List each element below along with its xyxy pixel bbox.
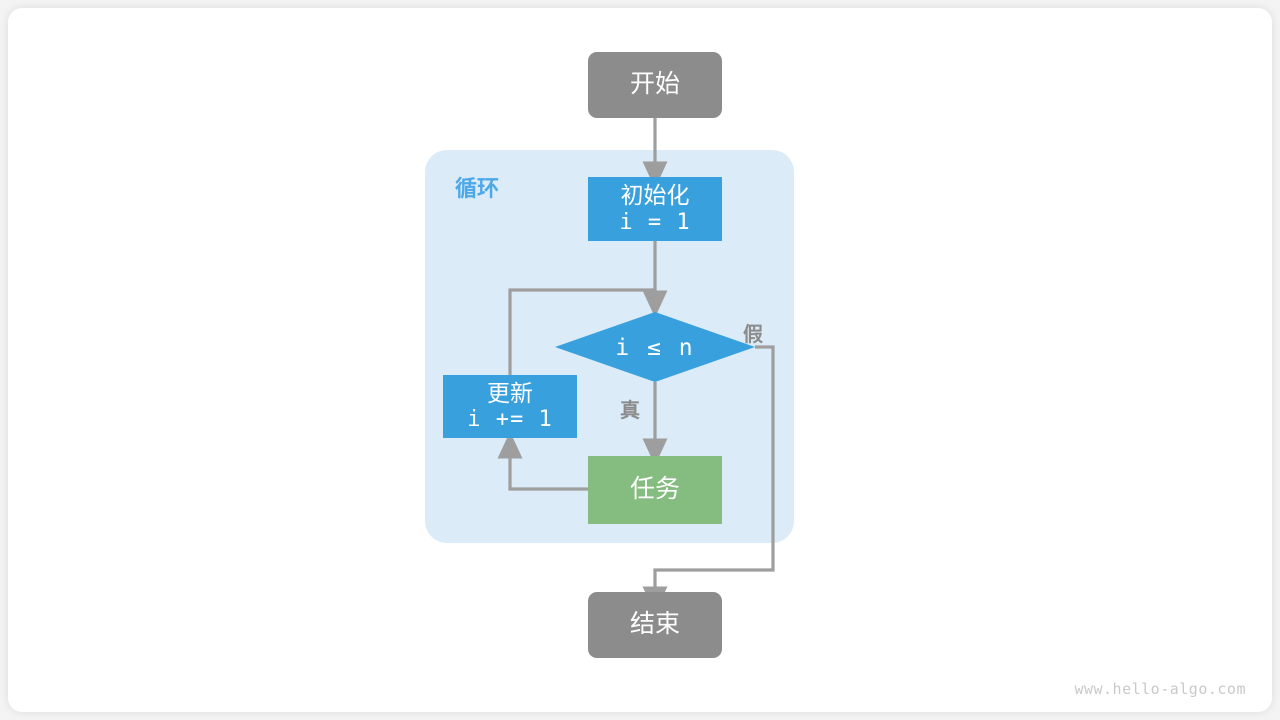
node-condition xyxy=(555,312,755,382)
node-update-expression: i += 1 xyxy=(467,407,553,433)
watermark: www.hello-algo.com xyxy=(1074,680,1246,698)
loop-container-label: 循环 xyxy=(455,176,500,201)
node-task-label: 任务 xyxy=(629,475,680,504)
edge-label-false: 假 xyxy=(743,324,763,346)
node-init-label: 初始化 xyxy=(620,182,690,209)
node-update: 更新 i += 1 xyxy=(443,375,577,438)
node-start-label: 开始 xyxy=(629,70,680,99)
node-condition-label: i ≤ n xyxy=(615,335,695,361)
node-init: 初始化 i = 1 xyxy=(588,177,722,241)
node-task: 任务 xyxy=(588,456,722,524)
node-update-label: 更新 xyxy=(487,379,533,406)
node-start: 开始 xyxy=(588,52,722,118)
edge-label-true: 真 xyxy=(620,400,640,422)
flowchart-canvas xyxy=(425,118,794,614)
diagram-card: 循环 开始 初始化 i = 1 i ≤ n 更新 i += 1 任务 结束 真 … xyxy=(8,8,1272,712)
node-init-expression: i = 1 xyxy=(619,209,691,235)
node-end: 结束 xyxy=(588,592,722,658)
edge-task-to-update xyxy=(497,431,588,491)
edge-update-to-condition xyxy=(508,288,655,375)
node-end-label: 结束 xyxy=(629,610,680,639)
edge-condition-to-end xyxy=(642,345,775,614)
